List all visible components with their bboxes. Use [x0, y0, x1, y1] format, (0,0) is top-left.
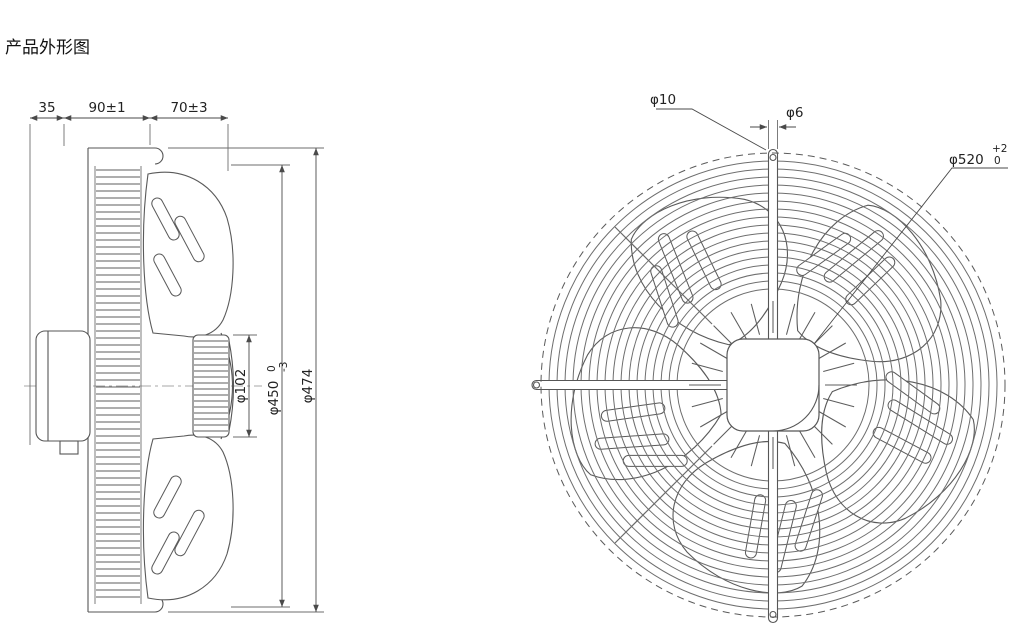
dim-35: 35: [38, 100, 55, 116]
side-view: 35 90±1 70±3 φ102 φ450 0 -3 φ474: [24, 100, 324, 613]
dim-450: φ450: [266, 381, 282, 416]
dim-450-tol-lower: -3: [278, 362, 290, 372]
dim-520-tol-upper: +2: [992, 143, 1007, 155]
page-title: 产品外形图: [5, 38, 90, 58]
side-top-dimensions: 35 90±1 70±3: [29, 100, 229, 445]
dim-90: 90±1: [88, 100, 125, 116]
strut-eyelet-top: [769, 153, 777, 162]
horizontal-strut: [531, 379, 774, 391]
terminal-box: [59, 440, 79, 455]
side-blades: [142, 171, 234, 601]
front-hub: [726, 338, 820, 432]
strut-eyelet-left: [532, 381, 541, 389]
dim-520: φ520: [949, 152, 984, 168]
dim-450-tol-upper: 0: [266, 365, 278, 372]
envelope-circle: [540, 152, 1006, 618]
motor-body: [35, 330, 91, 455]
side-hub: [192, 334, 235, 438]
side-right-dimensions: φ102 φ450 0 -3 φ474: [168, 147, 324, 613]
dim-70: 70±3: [170, 100, 207, 116]
guard-rings-edge: [96, 169, 140, 598]
dim-102: φ102: [233, 369, 249, 404]
front-dimensions: φ10 φ6 φ520 +2 0: [650, 92, 1008, 345]
front-view: φ10 φ6 φ520 +2 0: [531, 92, 1008, 624]
fan-blade: [669, 437, 827, 596]
dim-520-tol-lower: 0: [994, 155, 1001, 167]
dim-474: φ474: [300, 369, 316, 404]
guard-spokes: [614, 226, 713, 544]
motor-fins: [689, 301, 857, 469]
dim-6: φ6: [786, 105, 804, 121]
dim-10: φ10: [650, 92, 676, 108]
